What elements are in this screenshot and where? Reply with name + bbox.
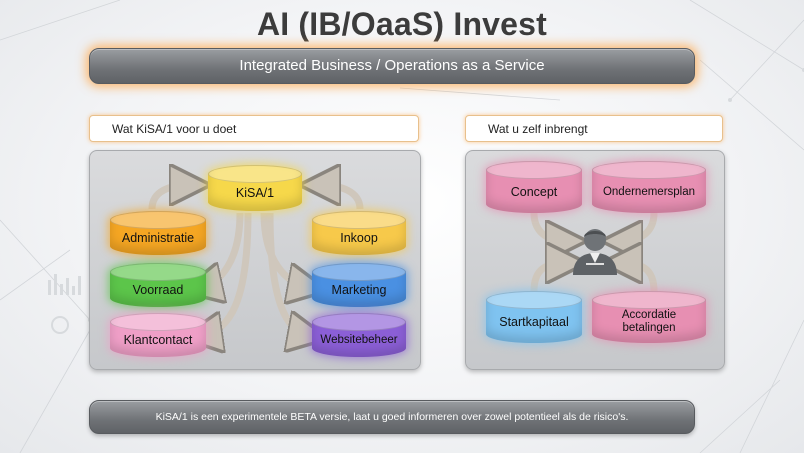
cylinder-kisa-label: KiSA/1 bbox=[235, 185, 275, 200]
cylinder-voorraad: Voorraad bbox=[110, 263, 206, 307]
cylinder-klantcontact-label: Klantcontact bbox=[123, 332, 193, 347]
person-icon bbox=[573, 229, 617, 275]
cylinder-inkoop: Inkoop bbox=[312, 211, 406, 255]
arrow-concept-to-person bbox=[530, 212, 566, 241]
cylinder-concept-label: Concept bbox=[510, 184, 558, 199]
cylinder-voorraad-label: Voorraad bbox=[132, 282, 184, 297]
cylinder-startkapitaal-label: Startkapitaal bbox=[499, 314, 569, 329]
arrow-inkoop-to-kisa bbox=[320, 185, 364, 210]
arrow-kisa-to-marketing bbox=[260, 212, 308, 287]
cylinder-marketing: Marketing bbox=[312, 263, 406, 307]
arrow-ondernemersplan-to-person bbox=[622, 212, 658, 241]
cylinder-ondernemersplan: Ondernemersplan bbox=[592, 161, 706, 213]
arrow-administratie-to-kisa bbox=[148, 185, 190, 210]
arrow-accordatie-to-person bbox=[622, 263, 658, 292]
cylinder-websitebeheer: Websitebeheer bbox=[312, 313, 406, 357]
cylinder-administratie-label: Administratie bbox=[121, 230, 195, 245]
cylinder-websitebeheer-label: Websitebeheer bbox=[320, 333, 398, 346]
cylinder-startkapitaal: Startkapitaal bbox=[486, 291, 582, 343]
right-panel: Concept Ondernemersplan Startkapitaal Ac… bbox=[465, 150, 725, 370]
cylinder-inkoop-label: Inkoop bbox=[340, 230, 378, 245]
cylinder-accordatie-betalingen: Accordatie betalingen bbox=[592, 291, 706, 343]
cylinder-concept: Concept bbox=[486, 161, 582, 213]
left-panel: KiSA/1 Administratie Voorraad Klantconta… bbox=[89, 150, 421, 370]
subtitle-banner: Integrated Business / Operations as a Se… bbox=[89, 48, 695, 84]
cylinder-kisa: KiSA/1 bbox=[208, 165, 302, 211]
left-panel-heading: Wat KiSA/1 voor u doet bbox=[89, 115, 419, 142]
footer-disclaimer: KiSA/1 is een experimentele BETA versie,… bbox=[89, 400, 695, 434]
cylinder-marketing-label: Marketing bbox=[331, 282, 387, 297]
arrow-kisa-to-websitebeheer bbox=[266, 212, 308, 335]
arrow-kisa-to-voorraad bbox=[202, 212, 244, 287]
arrow-kisa-to-klantcontact bbox=[202, 212, 252, 335]
cylinder-klantcontact: Klantcontact bbox=[110, 313, 206, 357]
cylinder-ondernemersplan-label: Ondernemersplan bbox=[602, 185, 696, 198]
page-title: AI (IB/OaaS) Invest bbox=[256, 6, 548, 42]
right-panel-heading: Wat u zelf inbrengt bbox=[465, 115, 723, 142]
right-panel-arrows bbox=[530, 212, 658, 292]
arrow-startkapitaal-to-person bbox=[530, 263, 566, 292]
cylinder-accordatie-betalingen-label: Accordatie betalingen bbox=[621, 308, 677, 334]
cylinder-administratie: Administratie bbox=[110, 211, 206, 255]
left-panel-arrows bbox=[148, 151, 364, 369]
